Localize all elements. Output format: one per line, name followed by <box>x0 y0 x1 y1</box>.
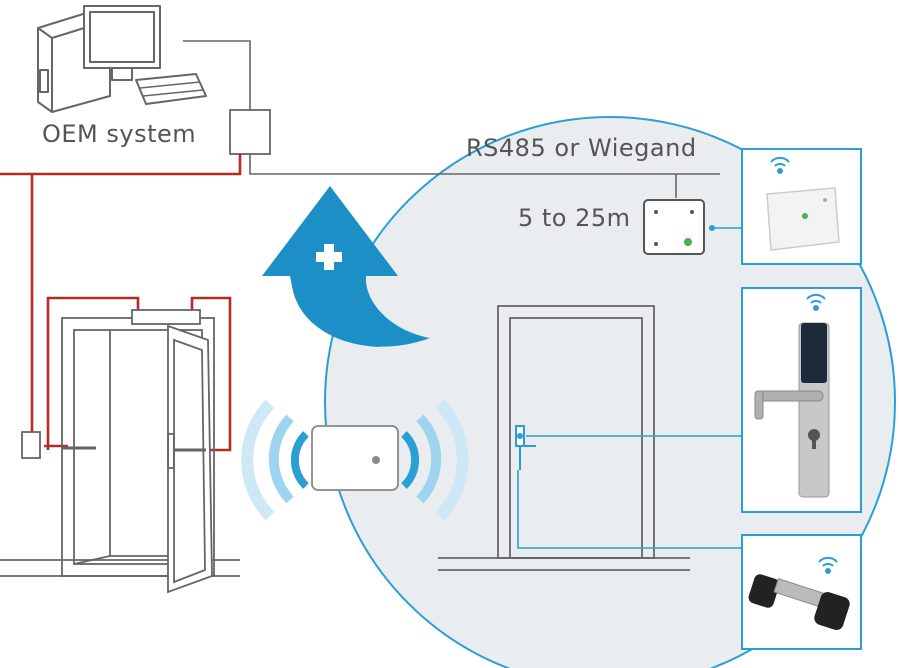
bus-protocol-label: RS485 or Wiegand <box>466 134 697 162</box>
access-point-device <box>643 199 705 255</box>
upgrade-arrow-icon <box>262 186 430 347</box>
cylinder-lock-device <box>748 574 850 630</box>
wall-reader-box <box>741 148 862 265</box>
automatic-door <box>0 309 240 594</box>
cylinder-lock-box <box>741 534 862 650</box>
wall-reader-device <box>766 187 840 251</box>
wifi-icon <box>770 156 790 174</box>
door-lock-connectors <box>515 425 741 549</box>
wifi-icon <box>818 556 838 574</box>
wireless-gateway-device <box>311 425 399 491</box>
red-power-wiring <box>0 154 242 452</box>
control-wiring <box>183 40 720 198</box>
distance-label: 5 to 25m <box>518 204 631 232</box>
interior-door <box>438 305 690 571</box>
lever-handle-box <box>741 287 862 513</box>
lever-handle-lock-device <box>754 322 830 498</box>
controller-box <box>229 109 271 155</box>
computer-icon <box>37 5 207 113</box>
wifi-icon <box>806 293 826 311</box>
wireless-waves <box>241 399 469 521</box>
oem-system-label: OEM system <box>42 120 197 148</box>
